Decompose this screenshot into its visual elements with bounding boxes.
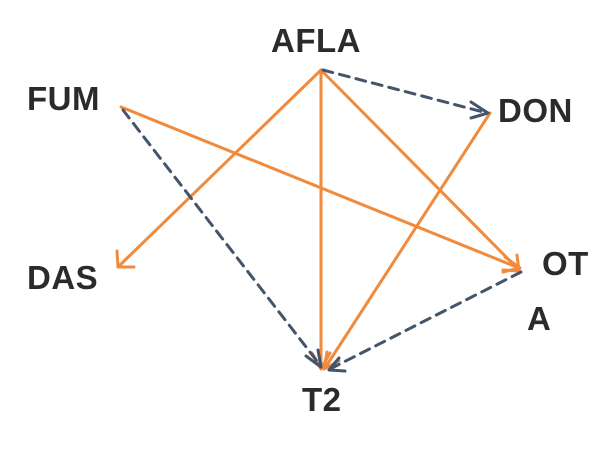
arrowhead-t2-from-ota: [327, 356, 347, 373]
node-label-das: DAS: [27, 259, 99, 296]
node-label-afla: AFLA: [271, 22, 361, 59]
node-label-t2: T2: [302, 381, 342, 418]
edge-don-t2: [323, 111, 492, 370]
edge-afla-don: [321, 68, 489, 115]
arrowhead-ota-from-fum: [501, 255, 522, 274]
arrowhead-don: [469, 100, 490, 120]
edge-ota-t2: [328, 270, 523, 371]
edge-fum-t2: [121, 108, 322, 367]
node-label-fum: FUM: [27, 80, 100, 117]
node-label-don: DON: [498, 92, 573, 129]
node-label-ota-line2: A: [527, 300, 552, 337]
node-label-ota-line1: OT: [542, 245, 589, 282]
edge-afla-ota: [319, 68, 521, 272]
arrowhead-t2-from-fum: [304, 348, 323, 369]
edge-afla-das: [117, 68, 323, 268]
arrowhead-das: [115, 249, 136, 269]
edge-fum-ota: [119, 105, 521, 270]
